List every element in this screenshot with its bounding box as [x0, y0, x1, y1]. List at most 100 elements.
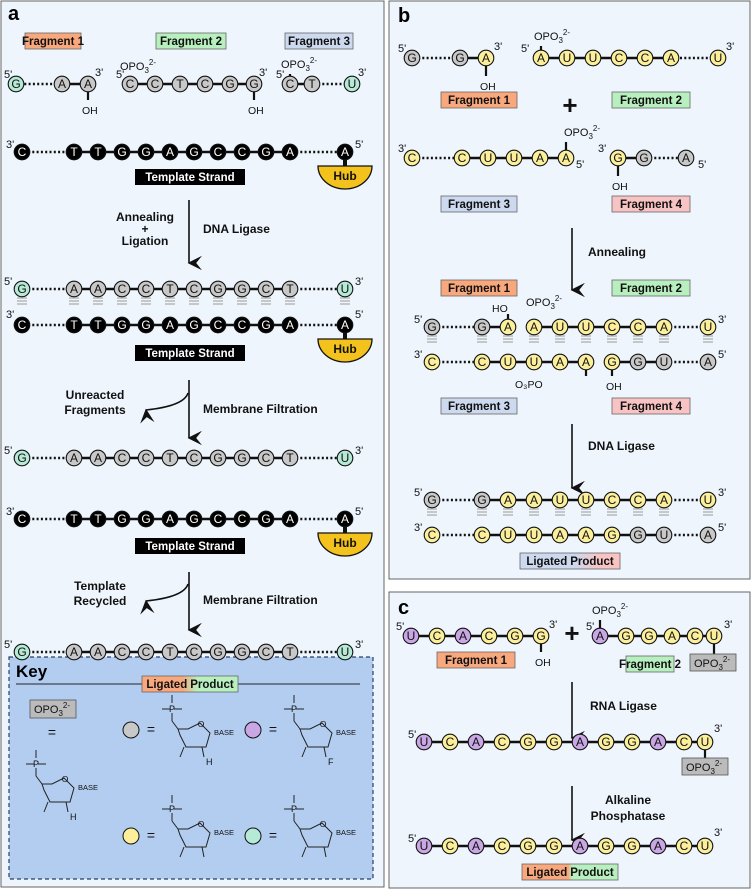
fragment4-label-b: Fragment 4 — [611, 195, 691, 213]
nucleotide-circle — [649, 733, 667, 751]
sugar-bonds — [162, 795, 182, 830]
nucleotide-circle — [121, 75, 139, 93]
nucleotide-circle — [336, 280, 354, 298]
nucleotide: A — [89, 280, 107, 298]
key-yellow-circle — [122, 827, 140, 845]
nucleotide-circle — [185, 316, 203, 334]
nucleotide-letter: C — [142, 451, 151, 465]
nucleotide-circle — [480, 627, 498, 645]
nucleotide: G — [13, 643, 31, 661]
nucleotide: G — [473, 318, 491, 336]
phosphate-opo: OPO — [526, 297, 551, 309]
nucleotide-circle — [423, 318, 441, 336]
nucleotide-circle — [545, 837, 563, 855]
nucleotide-letter: T — [286, 282, 294, 296]
phosphate-sup: 2- — [621, 602, 628, 611]
five-prime-label: 5' — [4, 276, 12, 288]
nucleotide-letter: C — [238, 318, 247, 332]
fragment3-label-a-box — [284, 32, 354, 50]
nucleotide: G — [233, 280, 251, 298]
nucleotide: C — [233, 316, 251, 334]
key-equals: = — [269, 721, 277, 737]
sugar-ring — [177, 722, 211, 748]
nucleotide-circle — [113, 643, 131, 661]
nucleotide: G — [597, 733, 615, 751]
nucleotide-circle — [473, 353, 491, 371]
nucleotide-circle — [146, 75, 164, 93]
fragment1-label-c-box — [436, 651, 516, 669]
nucleotide-letter: A — [654, 735, 662, 749]
fragment2-label-a: Fragment 2 — [155, 32, 227, 50]
nucleotide: A — [65, 449, 83, 467]
nucleotide-circle — [79, 75, 97, 93]
nucleotide-letter: A — [556, 528, 564, 542]
fragment3-label-b-box — [440, 195, 518, 213]
sugar-p: P — [291, 704, 297, 714]
nucleotide: U — [696, 837, 714, 855]
nucleotide-circle — [699, 526, 717, 544]
nucleotide-letter: G — [213, 645, 222, 659]
template-strand-label: Template Strand — [135, 345, 245, 361]
five-prime-label: 5' — [4, 639, 12, 651]
nucleotide-circle — [709, 49, 727, 67]
nucleotide-letter: U — [660, 528, 669, 542]
nucleotide-letter: U — [530, 528, 539, 542]
nucleotide-circle — [89, 449, 107, 467]
three-prime-label: 3' — [714, 723, 722, 735]
nucleotide-letter: C — [408, 151, 417, 165]
nucleotide-circle — [532, 627, 550, 645]
sugar-sub-bonds — [43, 801, 69, 813]
nucleotide-circle — [89, 280, 107, 298]
nucleotide-circle — [137, 643, 155, 661]
nucleotide-circle — [137, 510, 155, 528]
nucleotide-circle — [13, 643, 31, 661]
nucleotide-letter: G — [427, 493, 436, 507]
ho-label: HO — [492, 303, 508, 315]
fragment1-label-a-box — [24, 32, 82, 50]
nucleotide-letter: G — [607, 528, 616, 542]
nucleotide-letter: G — [141, 145, 150, 159]
nucleotide-letter: C — [142, 645, 151, 659]
nucleotide: C — [185, 643, 203, 661]
template-strand-box — [135, 345, 245, 361]
nucleotide: T — [161, 280, 179, 298]
nucleotide-letter: U — [341, 451, 350, 465]
nucleotide: U — [577, 318, 595, 336]
phosphate-box-rect — [681, 757, 729, 776]
nucleotide: U — [551, 491, 569, 509]
o3po-label: O₃PO — [515, 379, 543, 391]
nucleotide: A — [677, 149, 695, 167]
nucleotide: T — [65, 143, 83, 161]
three-prime-label: 3' — [714, 827, 722, 839]
sugar-sub-bonds — [301, 846, 327, 858]
nucleotide-circle — [336, 643, 354, 661]
nucleotide: G — [257, 510, 275, 528]
three-prime-label: 3' — [6, 309, 14, 321]
nucleotide-letter: G — [510, 629, 519, 643]
nucleotide-letter: A — [582, 355, 590, 369]
nucleotide: G — [623, 733, 641, 751]
nucleotide-letter: U — [504, 355, 513, 369]
nucleotide-circle — [655, 318, 673, 336]
nucleotide-letter: A — [166, 145, 174, 159]
five-prime-label: 5' — [276, 69, 284, 81]
nucleotide-circle — [623, 837, 641, 855]
nucleotide-circle — [454, 627, 472, 645]
nucleotide: C — [610, 49, 628, 67]
phosphate-text: OPO32- — [694, 655, 730, 672]
key-phosphate-text: OPO32- — [34, 701, 70, 718]
nucleotide-letter: U — [556, 493, 565, 507]
nucleotide-letter: A — [537, 51, 545, 65]
fragment1-label-b2: Fragment 1 — [440, 279, 518, 297]
phosphate-opo: OPO — [281, 59, 306, 71]
base-label: BASE — [336, 728, 356, 737]
nucleotide-letter: G — [189, 145, 198, 159]
sugar-sub-bonds — [301, 746, 327, 758]
nucleotide: A — [649, 733, 667, 751]
phosphate-box-rect — [689, 653, 737, 672]
fragment1-label-a-text: Fragment 1 — [22, 36, 85, 48]
